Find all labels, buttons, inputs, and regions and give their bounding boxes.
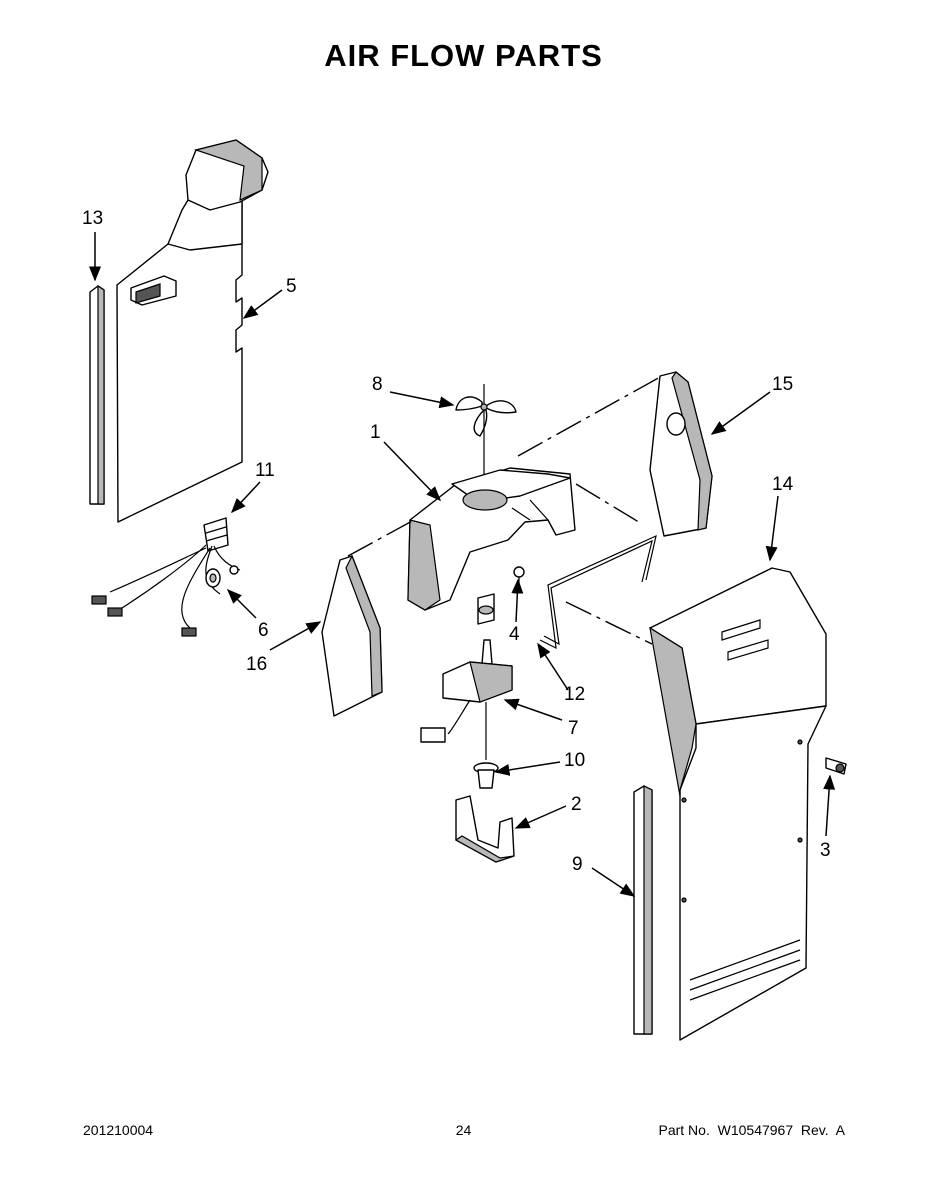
part-11-wire-harness <box>91 517 241 637</box>
callout-15: 15 <box>772 374 793 395</box>
callout-12: 12 <box>564 684 585 705</box>
alignment-line <box>565 601 653 645</box>
footer-part-number: Part No. W10547967 Rev. A <box>658 1122 845 1138</box>
part-2-bracket <box>454 795 515 863</box>
callout-9: 9 <box>572 854 583 875</box>
part-9-seal-strip <box>633 785 653 1035</box>
part-5-duct-panel <box>116 139 269 523</box>
callout-10: 10 <box>564 750 585 771</box>
part-15-gasket <box>649 371 713 537</box>
page-title: AIR FLOW PARTS <box>324 38 603 73</box>
part-1-fan-shroud <box>407 467 576 611</box>
callout-13: 13 <box>82 208 103 229</box>
part-13-seal-strip <box>89 284 105 505</box>
callout-6: 6 <box>258 620 269 641</box>
callout-5: 5 <box>286 276 297 297</box>
part-7-fan-motor <box>420 593 513 760</box>
part-8-fan-blade <box>455 384 517 540</box>
callout-11: 11 <box>255 460 275 481</box>
callout-16: 16 <box>246 654 267 675</box>
alignment-line <box>517 375 663 457</box>
part-12-wire-bracket <box>539 534 657 650</box>
callout-4: 4 <box>509 624 520 645</box>
callout-3: 3 <box>820 840 831 861</box>
part-14-cover <box>649 567 827 1041</box>
alignment-line <box>575 483 643 525</box>
callout-8: 8 <box>372 374 383 395</box>
footer-document-number: 201210004 <box>83 1122 154 1138</box>
part-4-screw <box>513 566 525 590</box>
callout-1: 1 <box>370 422 381 443</box>
callout-leaders <box>89 232 836 897</box>
callout-14: 14 <box>772 474 794 495</box>
callout-7: 7 <box>568 718 579 739</box>
alignment-line <box>347 519 415 557</box>
part-10-grommet <box>473 762 499 789</box>
part-6-grommet <box>205 568 221 588</box>
callout-2: 2 <box>571 794 582 815</box>
footer-page-number: 24 <box>455 1122 472 1138</box>
part-3-screw <box>825 757 847 775</box>
part-16-gasket <box>321 554 383 717</box>
